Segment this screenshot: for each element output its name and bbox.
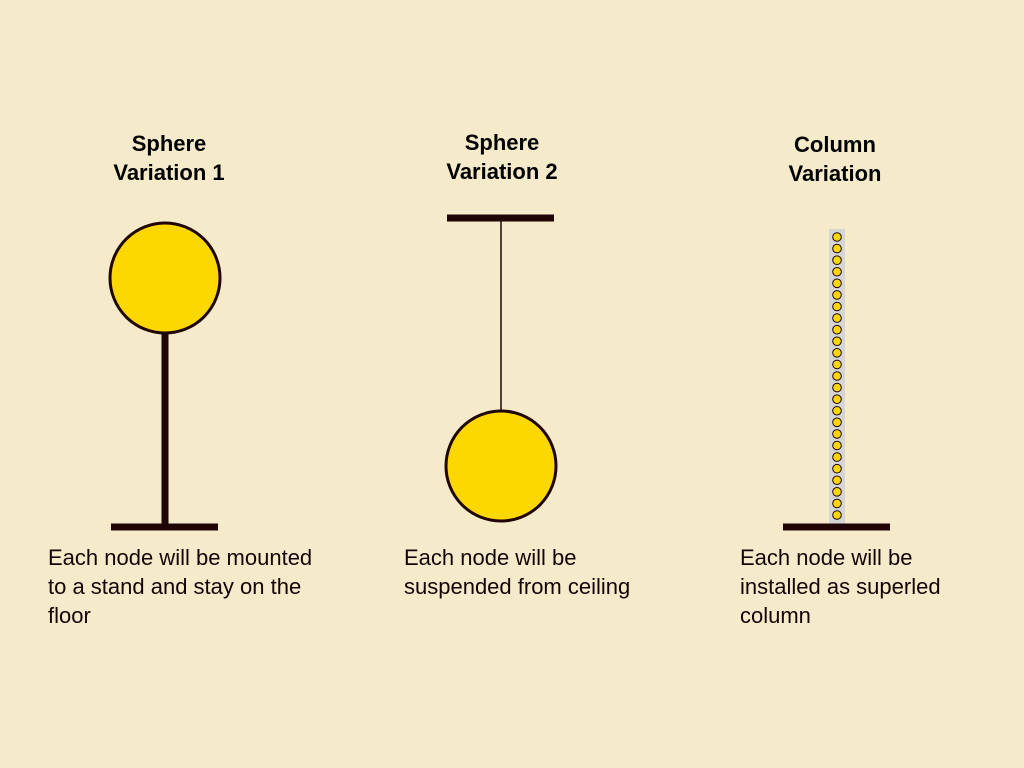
led-bead: [832, 348, 842, 358]
led-bead: [832, 266, 842, 277]
column-variation-illustration: [783, 229, 890, 531]
column-variation-description: Each node will be installed as superled …: [740, 545, 941, 628]
led-bead: [832, 510, 842, 520]
led-bead: [832, 278, 842, 289]
sphere-node: [444, 409, 558, 523]
led-bead: [832, 475, 842, 486]
sphere-variation-2-title: Sphere Variation 2: [446, 130, 558, 184]
led-bead: [832, 429, 842, 439]
led-bead: [832, 290, 842, 300]
led-bead: [832, 463, 842, 474]
led-bead: [832, 336, 842, 347]
led-bead: [832, 371, 842, 381]
sphere-variation-1-title: Sphere Variation 1: [113, 131, 225, 185]
sphere-variation-2-description: Each node will be suspended from ceiling: [404, 545, 631, 599]
led-bead: [832, 405, 842, 416]
led-bead: [832, 498, 842, 509]
led-bead: [832, 487, 842, 497]
sphere-variation-2-illustration: [444, 214, 558, 523]
sphere-variation-1-illustration: [108, 221, 222, 531]
led-bead: [832, 417, 842, 428]
led-bead: [832, 452, 842, 462]
led-bead: [832, 440, 842, 451]
led-bead: [832, 324, 842, 335]
led-bead: [832, 313, 842, 323]
led-bead: [832, 255, 842, 265]
sphere-variation-1-description: Each node will be mounted to a stand and…: [48, 545, 313, 628]
sphere-node: [108, 221, 222, 335]
led-bead: [832, 301, 842, 312]
led-bead: [832, 232, 842, 242]
column-variation-title: Column Variation: [788, 132, 882, 186]
led-bead: [832, 394, 842, 404]
led-bead: [832, 382, 842, 393]
led-bead: [832, 243, 842, 254]
led-bead: [832, 359, 842, 370]
